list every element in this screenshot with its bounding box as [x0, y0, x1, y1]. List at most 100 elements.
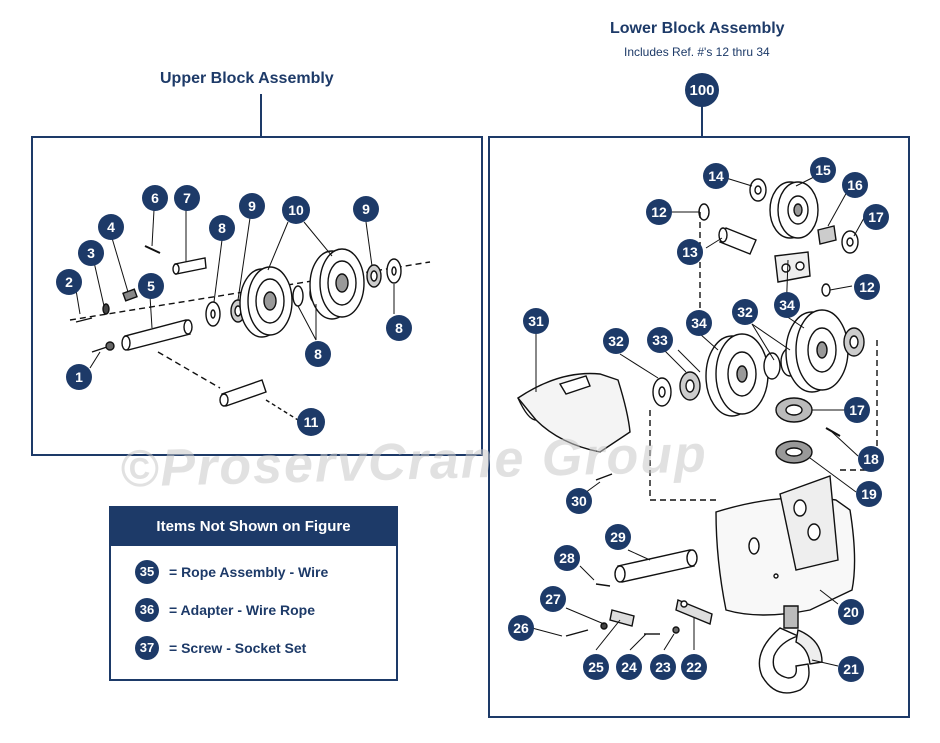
callout-1[interactable]: 1	[66, 364, 92, 390]
callout-8-left[interactable]: 8	[209, 215, 235, 241]
svg-text:11: 11	[304, 414, 319, 430]
svg-text:24: 24	[621, 659, 637, 675]
svg-text:18: 18	[863, 451, 879, 467]
svg-text:3: 3	[87, 245, 95, 261]
callout-28[interactable]: 28	[554, 545, 580, 571]
svg-text:12: 12	[859, 279, 875, 295]
callout-2[interactable]: 2	[56, 269, 82, 295]
callout-24[interactable]: 24	[616, 654, 642, 680]
svg-text:20: 20	[843, 604, 859, 620]
callout-29[interactable]: 29	[605, 524, 631, 550]
upper-block-title: Upper Block Assembly	[160, 70, 334, 87]
svg-text:13: 13	[682, 244, 698, 260]
svg-text:10: 10	[288, 202, 304, 218]
legend-item-text: = Screw - Socket Set	[169, 640, 307, 656]
callout-12-top[interactable]: 12	[646, 199, 672, 225]
svg-text:12: 12	[651, 204, 667, 220]
svg-text:33: 33	[652, 332, 668, 348]
legend-item-text: = Rope Assembly - Wire	[169, 564, 329, 580]
svg-text:16: 16	[847, 177, 863, 193]
callout-26[interactable]: 26	[508, 615, 534, 641]
callout-8-middle[interactable]: 8	[305, 341, 331, 367]
callout-21[interactable]: 21	[838, 656, 864, 682]
svg-text:8: 8	[314, 346, 322, 362]
svg-text:34: 34	[691, 315, 707, 331]
callout-17-bottom[interactable]: 17	[844, 397, 870, 423]
svg-text:8: 8	[395, 320, 403, 336]
callout-23[interactable]: 23	[650, 654, 676, 680]
upper-parts-drawing	[69, 245, 431, 421]
callout-18[interactable]: 18	[858, 446, 884, 472]
callout-32-right[interactable]: 32	[732, 299, 758, 325]
callout-33[interactable]: 33	[647, 327, 673, 353]
svg-text:8: 8	[218, 220, 226, 236]
svg-text:17: 17	[849, 402, 865, 418]
callout-27[interactable]: 27	[540, 586, 566, 612]
callout-20[interactable]: 20	[838, 599, 864, 625]
callout-9-right[interactable]: 9	[353, 196, 379, 222]
callout-100[interactable]: 100	[685, 73, 719, 107]
svg-text:31: 31	[528, 313, 544, 329]
legend-ref-badge: 36	[135, 598, 159, 622]
svg-text:5: 5	[147, 278, 155, 294]
callout-19[interactable]: 19	[856, 481, 882, 507]
callout-34-middle[interactable]: 34	[686, 310, 712, 336]
legend-item: 36 = Adapter - Wire Rope	[135, 598, 315, 622]
callout-25[interactable]: 25	[583, 654, 609, 680]
callout-14[interactable]: 14	[703, 163, 729, 189]
callout-6[interactable]: 6	[142, 185, 168, 211]
callout-32-left[interactable]: 32	[603, 328, 629, 354]
callout-3[interactable]: 3	[78, 240, 104, 266]
upper-leader-lines	[75, 209, 395, 369]
svg-text:32: 32	[737, 304, 753, 320]
svg-text:23: 23	[655, 659, 671, 675]
svg-text:9: 9	[362, 201, 370, 217]
svg-text:7: 7	[183, 190, 191, 206]
svg-text:15: 15	[815, 162, 831, 178]
callout-12-bottom[interactable]: 12	[854, 274, 880, 300]
svg-text:29: 29	[610, 529, 626, 545]
svg-text:34: 34	[779, 297, 795, 313]
callout-34-top[interactable]: 34	[774, 292, 800, 318]
svg-text:32: 32	[608, 333, 624, 349]
callout-5[interactable]: 5	[138, 273, 164, 299]
svg-text:27: 27	[545, 591, 561, 607]
lower-leader-lines	[531, 175, 865, 667]
callout-4[interactable]: 4	[98, 214, 124, 240]
legend-header: Items Not Shown on Figure	[111, 508, 396, 546]
legend-item: 35 = Rope Assembly - Wire	[135, 560, 328, 584]
callout-11[interactable]: 11	[297, 408, 325, 436]
svg-text:22: 22	[686, 659, 702, 675]
lower-block-frame	[488, 136, 910, 718]
legend-ref-badge: 37	[135, 636, 159, 660]
legend-item-text: = Adapter - Wire Rope	[169, 602, 315, 618]
callout-17-top[interactable]: 17	[863, 204, 889, 230]
lower-block-title: Lower Block Assembly	[610, 20, 785, 37]
callout-15[interactable]: 15	[810, 157, 836, 183]
upper-block-frame	[31, 136, 483, 456]
callout-13[interactable]: 13	[677, 239, 703, 265]
svg-text:6: 6	[151, 190, 159, 206]
svg-text:28: 28	[559, 550, 575, 566]
callout-22[interactable]: 22	[681, 654, 707, 680]
callout-16[interactable]: 16	[842, 172, 868, 198]
svg-text:4: 4	[107, 219, 115, 235]
callout-9-left[interactable]: 9	[239, 193, 265, 219]
svg-text:9: 9	[248, 198, 256, 214]
svg-text:2: 2	[65, 274, 73, 290]
svg-text:26: 26	[513, 620, 529, 636]
svg-text:19: 19	[861, 486, 877, 502]
svg-text:17: 17	[868, 209, 884, 225]
svg-text:100: 100	[689, 82, 714, 99]
svg-text:30: 30	[571, 493, 587, 509]
svg-text:1: 1	[75, 369, 83, 385]
callout-30[interactable]: 30	[566, 488, 592, 514]
callout-10[interactable]: 10	[282, 196, 310, 224]
lower-parts-drawing	[516, 178, 878, 694]
callout-7[interactable]: 7	[174, 185, 200, 211]
legend-ref-badge: 35	[135, 560, 159, 584]
callout-8-right[interactable]: 8	[386, 315, 412, 341]
lower-block-subtitle: Includes Ref. #'s 12 thru 34	[624, 45, 770, 59]
callout-31[interactable]: 31	[523, 308, 549, 334]
